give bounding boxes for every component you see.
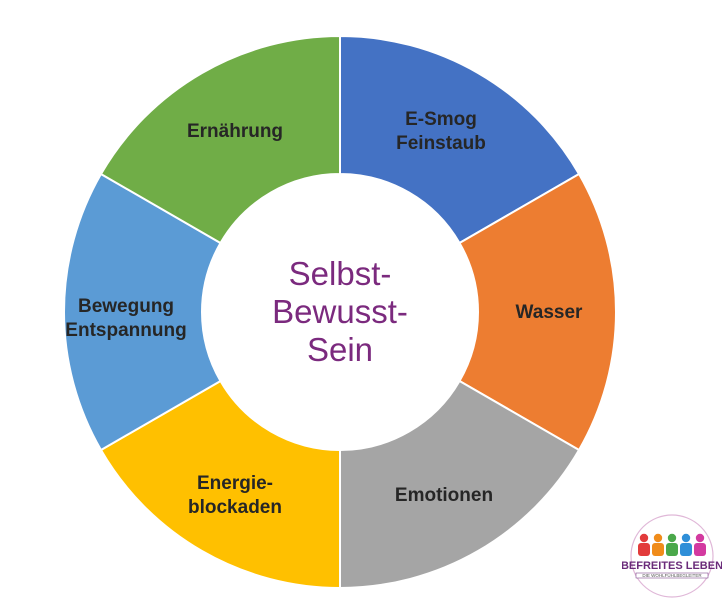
logo-name: BEFREITES LEBEN <box>622 560 722 572</box>
logo-figures-icon <box>638 533 706 556</box>
center-label: Selbst-Bewusst-Sein <box>272 255 408 368</box>
logo-tagline: DIE WOHLFÜHLBEGLEITER <box>642 572 702 578</box>
segment-label-6: Ernährung <box>187 121 283 142</box>
ring-segment-6 <box>99 34 341 245</box>
logo-tagline-bar <box>635 572 709 579</box>
befreites-leben-logo: BEFREITES LEBEN DIE WOHLFÜHLBEGLEITER <box>622 514 722 598</box>
ring-segment-1 <box>339 34 581 245</box>
ring-segment-2 <box>458 172 617 452</box>
ring-segment-5 <box>63 172 222 452</box>
segment-label-4: Energie-blockaden <box>188 473 282 518</box>
ring-segment-4 <box>99 379 341 590</box>
segment-label-3: Emotionen <box>395 485 493 506</box>
ring-segment-3 <box>339 379 581 590</box>
segment-label-2: Wasser <box>516 302 583 323</box>
